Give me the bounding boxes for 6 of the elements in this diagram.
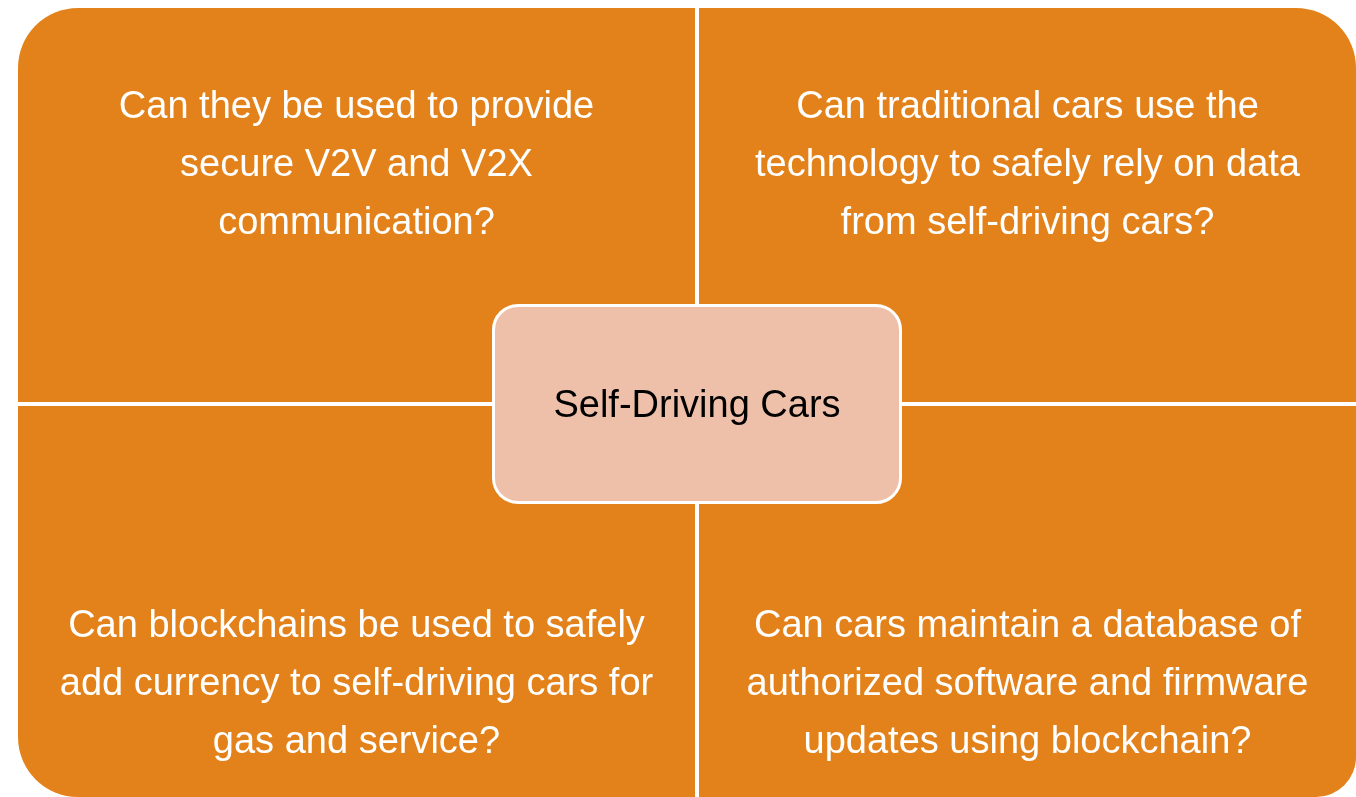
topic-box xyxy=(492,304,902,504)
question-text: Can they be used to provide secure V2V and V2X communication? xyxy=(117,83,596,244)
topic-label: Self-Driving Cars xyxy=(553,382,841,426)
question-text: Can traditional cars use the technology to safely rely on data from self-driving cars? xyxy=(754,83,1301,244)
question-text: Can cars maintain a database of authorized software and firmware updates using blockchain? xyxy=(745,602,1310,763)
question-text: Can blockchains be used to safely add currency to self-driving cars for gas and service? xyxy=(58,602,655,763)
